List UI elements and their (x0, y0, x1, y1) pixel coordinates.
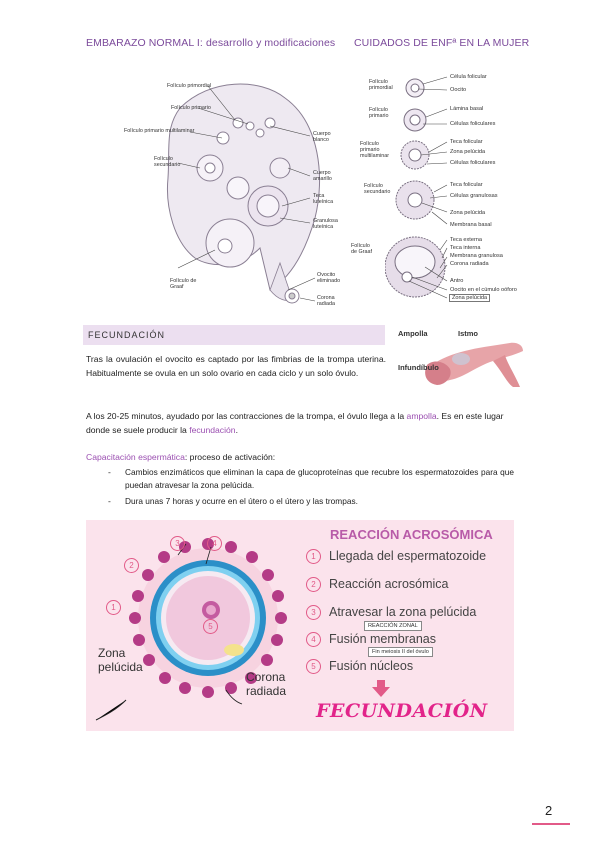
label-teca-externa: Teca externa (450, 237, 483, 243)
label-zona-pelucida-3: Zona pelúcida (449, 294, 491, 303)
cell-step-number: 1 (106, 600, 121, 615)
text: : proceso de activación: (184, 452, 276, 462)
label-cuerpo-amarillo: Cuerpo amarillo (313, 170, 332, 183)
label-celula-folicular: Célula folicular (450, 74, 487, 80)
highlight-ampolla: ampolla (406, 411, 437, 421)
fecundacion-footer: FECUNDACIÓN (316, 700, 488, 722)
header-right: CUIDADOS DE ENFª EN LA MUJER (354, 37, 530, 49)
capacitacion-heading: Capacitación espermática: proceso de act… (86, 450, 514, 464)
bullet-item: Dura unas 7 horas y ocurre en el útero o… (125, 496, 358, 506)
cell-step-number: 4 (207, 536, 222, 551)
label-zona-pelucida-diagram: Zona pelúcida (98, 646, 143, 674)
header-left: EMBARAZO NORMAL I: desarrollo y modifica… (86, 37, 336, 49)
label-corona-radiada: Corona radiada (317, 295, 335, 308)
label-foliculo-primario: Folículo primario (171, 105, 211, 111)
label-celulas-foliculares-2: Células foliculares (450, 160, 496, 166)
step-text: Fusión núcleos (329, 659, 414, 673)
label-celulas-granulosas: Células granulosas (450, 193, 498, 199)
label-oocito-cumulo: Oocito en el cúmulo oóforo (450, 287, 517, 293)
paragraph-ovulacion: Tras la ovulación el ovocito es captado … (86, 354, 386, 378)
step-text: Reacción acrosómica (329, 577, 449, 591)
label-infundibulo: Infundíbulo (398, 363, 439, 372)
label-istmo: Istmo (458, 329, 479, 338)
label-membrana-granulosa: Membrana granulosa (450, 253, 503, 259)
cell-step-number: 5 (203, 619, 218, 634)
cell-step-number: 2 (124, 558, 139, 573)
section-bar (83, 325, 385, 345)
stage-label-primario: Folículo primario (369, 107, 389, 120)
step-text: Fusión membranas (329, 632, 436, 646)
page-number: 2 (545, 803, 553, 818)
bullet-mark: - (108, 496, 111, 506)
label-corona-radiada-2: Corona radiada (450, 261, 489, 267)
stage-label-multilaminar: Folículo primario multilaminar (360, 141, 390, 160)
label-teca-folicular: Teca folicular (450, 139, 483, 145)
stage-label-secundario: Folículo secundario (364, 183, 391, 196)
label-antro: Antro (450, 278, 464, 284)
step-text: Atravesar la zona pelúcida (329, 605, 477, 619)
label-lamina-basal: Lámina basal (450, 106, 484, 112)
ovary-diagram (166, 83, 320, 304)
oocyte-illustration (95, 538, 287, 721)
acrosome-panel-content: 2 3 4 1 5 Zona pelúcida Corona radiada R… (86, 520, 514, 731)
highlight-fecundacion: fecundación (189, 425, 236, 435)
label-corona-radiada-diagram: Corona radiada (246, 670, 287, 698)
label-cuerpo-blanco: Cuerpo blanco (313, 131, 331, 144)
label-foliculo-multilaminar: Folículo primario multilaminar (124, 128, 195, 134)
paragraph-ampolla: A los 20-25 minutos, ayudado por las con… (86, 409, 514, 437)
label-ampolla: Ampolla (398, 329, 428, 338)
label-reaccion-zonal: REACCIÓN ZONAL (364, 621, 422, 631)
label-granulosa-luteinica: Granulosa luteínica (313, 218, 338, 231)
label-membrana-basal: Membrana basal (450, 222, 492, 228)
label-teca-luteinica: Teca luteínica (313, 193, 334, 206)
label-celulas-foliculares: Células foliculares (450, 121, 496, 127)
highlight-capacitacion: Capacitación espermática (86, 452, 185, 462)
stage-label-graaf: Folículo de Graaf (351, 243, 372, 256)
cell-step-number: 3 (170, 536, 185, 551)
acrosome-title: REACCIÓN ACROSÓMICA (330, 527, 493, 542)
label-teca-folicular-2: Teca folicular (450, 182, 483, 188)
follicle-stages-diagram (385, 76, 448, 299)
fallopian-tube-image (425, 342, 523, 387)
label-teca-interna: Teca interna (450, 245, 481, 251)
text: . Es en este lugar donde se suele produc… (86, 411, 504, 435)
stage-label-primordial: Folículo primordial (369, 79, 393, 92)
label-foliculo-primordial: Folículo primordial (167, 83, 212, 89)
step-number: 2 (306, 577, 321, 592)
bullet-mark: - (108, 467, 111, 477)
section-title: FECUNDACIÓN (88, 330, 166, 340)
step-number: 3 (306, 605, 321, 620)
label-oocito: Oocito (450, 87, 467, 93)
label-ovocito-eliminado: Ovocito eliminado (317, 272, 341, 285)
label-foliculo-graaf: Folículo de Graaf (170, 278, 197, 291)
text: A los 20-25 minutos, ayudado por las con… (86, 411, 407, 421)
page-number-underline (532, 823, 570, 825)
step-number: 1 (306, 549, 321, 564)
text: . (235, 425, 238, 435)
step-number: 4 (306, 632, 321, 647)
arrow-down-icon (372, 680, 390, 697)
label-foliculo-secundario: Folículo secundario (154, 156, 181, 169)
label-zona-pelucida-2: Zona pelúcida (450, 210, 486, 216)
step-text: Llegada del espermatozoide (329, 549, 487, 563)
step-number: 5 (306, 659, 321, 674)
label-zona-pelucida: Zona pelúcida (450, 149, 486, 155)
bullet-item: Cambios enzimáticos que eliminan la capa… (125, 467, 514, 490)
label-fin-meiosis: Fin meiosis II del óvulo (368, 647, 433, 657)
